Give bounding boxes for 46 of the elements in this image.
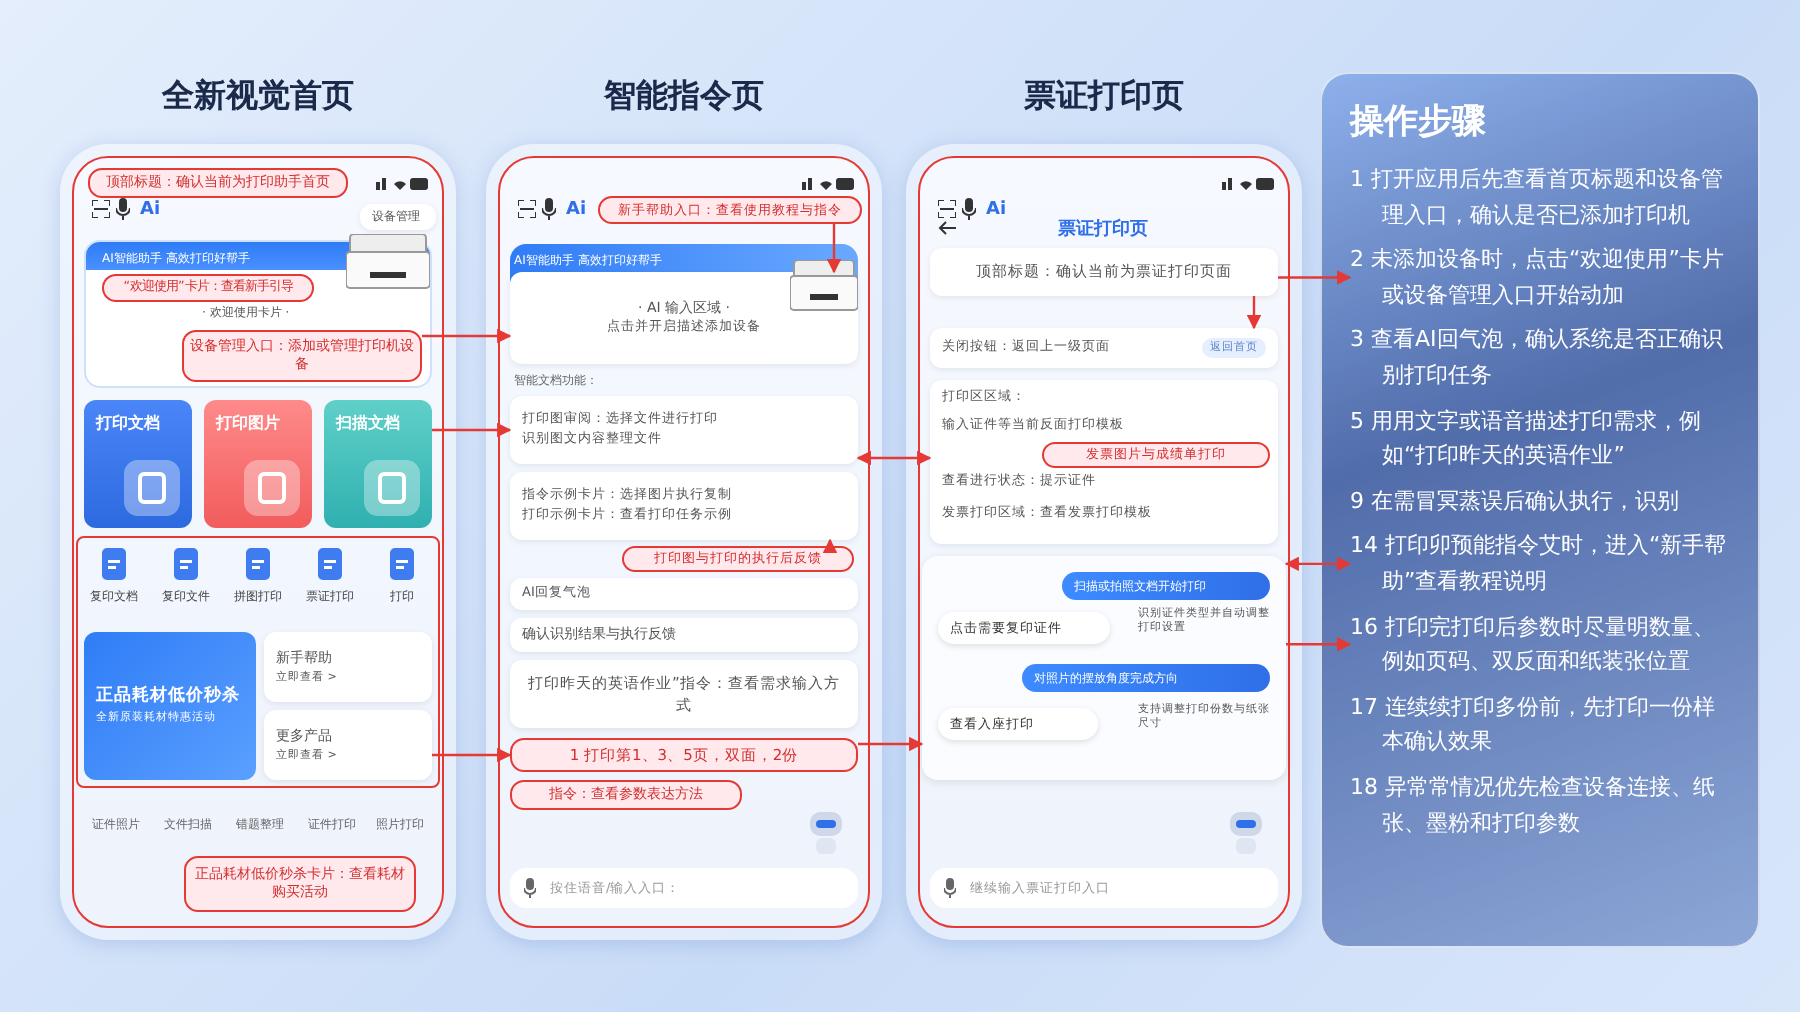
feature-card <box>324 400 432 528</box>
card-title: 打印文档 <box>96 412 162 434</box>
arrow <box>826 224 842 274</box>
welcome-banner <box>84 240 432 388</box>
promo-card <box>84 632 256 780</box>
page-heading: 全新视觉首页 <box>159 76 356 118</box>
steps-panel <box>1320 72 1760 948</box>
arrow <box>1246 296 1262 330</box>
help-card <box>264 632 432 702</box>
caption-text: 票证打印页 <box>1058 216 1148 242</box>
step-text: 9 在需冒冥蒸误后确认执行，识别 <box>1350 483 1734 519</box>
step-text: 5 用用文字或语音描述打印需求，例如“打印昨天的英语作业” <box>1350 403 1734 474</box>
product-card <box>264 710 432 780</box>
step-text: 1 打开应用后先查看首页标题和设备管理入口，确认是否已添加打印机 <box>1350 162 1734 233</box>
step-text: 3 查看AI回气泡，确认系统是否正确识别打印任务 <box>1350 322 1734 394</box>
arrow <box>1286 637 1352 652</box>
arrow <box>856 450 932 466</box>
arrow <box>432 747 512 763</box>
close-card <box>930 328 1278 368</box>
arrow <box>822 538 838 553</box>
page-heading: 票证打印页 <box>1022 76 1186 118</box>
arrow <box>432 422 512 438</box>
card-title: 扫描文档 <box>336 412 402 434</box>
feature-card <box>204 400 312 528</box>
card-title: 正品耗材低价秒杀 <box>96 683 242 710</box>
arrow <box>1278 270 1352 285</box>
arrow <box>1284 556 1352 572</box>
step-text: 18 异常常情况优先检查设备连接、纸张、墨粉和打印参数 <box>1350 769 1734 841</box>
chat-panel <box>922 556 1286 780</box>
feature-card <box>84 400 192 528</box>
toolbar-label: Ai <box>140 200 161 220</box>
step-text: 14 打印卯预能指令艾时，进入“新手帮助”查看教程说明 <box>1350 528 1734 600</box>
page-heading: 智能指令页 <box>601 76 766 118</box>
print-area-card <box>930 380 1278 544</box>
toolbar-label: Ai <box>566 200 587 220</box>
panel-title: 操作步骤 <box>1350 100 1488 144</box>
toolbar-label: Ai <box>986 200 1007 220</box>
input-area-card <box>510 272 858 364</box>
example-card <box>510 472 858 540</box>
step-text: 17 连续续打印多份前，先打印一份样本确认效果 <box>1350 689 1734 760</box>
arrow <box>858 736 924 752</box>
step-text: 2 未添加设备时，点击“欢迎使用”卡片或设备管理入口开始动加 <box>1350 242 1734 313</box>
card-title: 打印图片 <box>216 412 282 434</box>
feature-card <box>510 396 858 464</box>
arrow <box>422 328 512 344</box>
step-text: 16 打印完打印后参数时尽量明数量、例如页码、双反面和纸装张位置 <box>1350 609 1734 680</box>
